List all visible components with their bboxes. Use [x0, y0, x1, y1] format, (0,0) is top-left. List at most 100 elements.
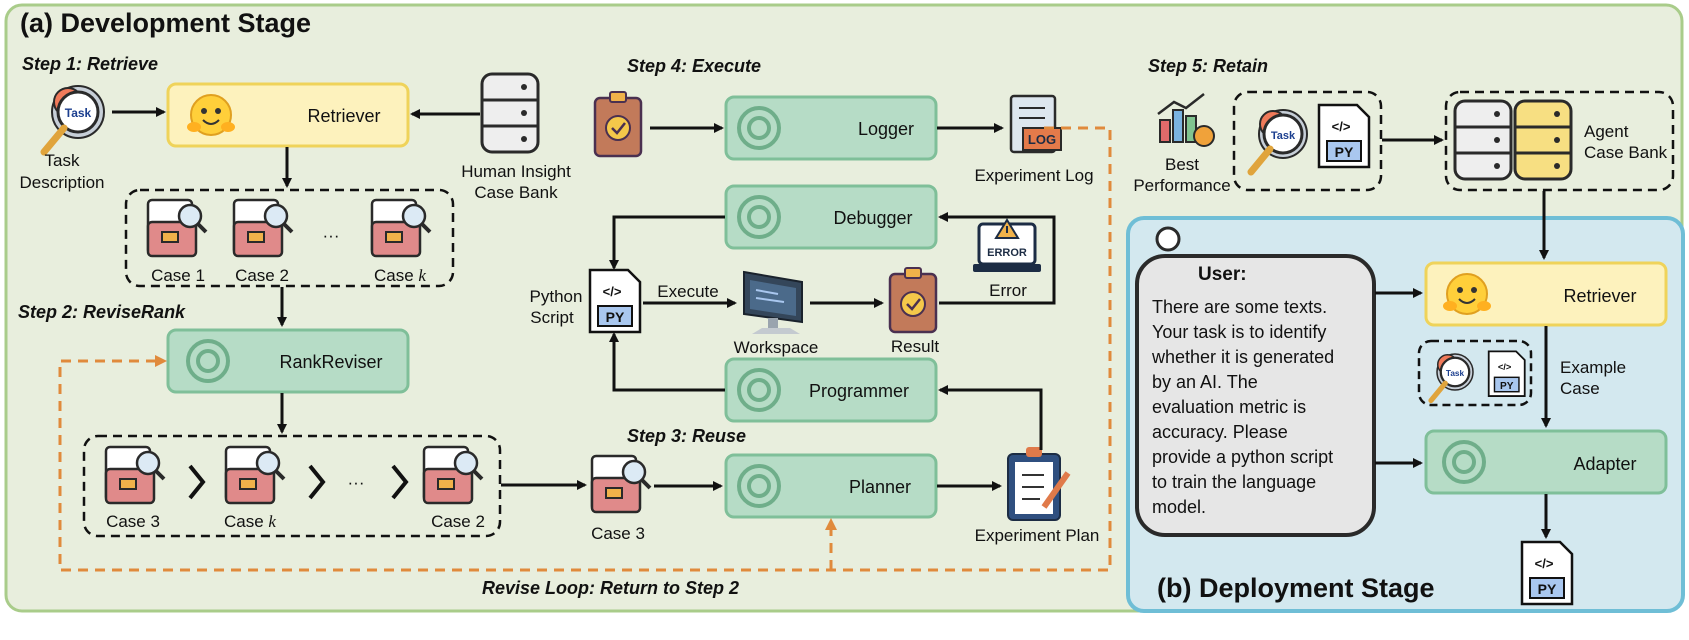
planner-box [724, 453, 938, 519]
user-label: User: [1198, 264, 1247, 285]
programmer-label: Programmer [809, 381, 909, 401]
case-folder-icon [232, 198, 294, 258]
svg-text:Task: Task [1446, 369, 1465, 378]
task-gear-icon: Task [1428, 353, 1474, 404]
workspace-monitor-icon [743, 270, 803, 334]
python-file-icon: </> PY [1317, 103, 1371, 169]
arrow-debugger-to-script [609, 215, 725, 270]
svg-text:</>: </> [1498, 362, 1512, 372]
ellipsis: ··· [323, 226, 340, 245]
adapter-label: Adapter [1573, 454, 1636, 474]
debugger-label: Debugger [833, 208, 912, 228]
step4-label: Step 4: Execute [627, 56, 761, 76]
agent-case-bank-group [1444, 90, 1675, 192]
case-folder-icon [590, 454, 652, 514]
openai-icon [737, 368, 781, 412]
step2-label: Step 2: ReviseRank [18, 302, 186, 322]
ranked-cases-group [82, 434, 502, 538]
retriever-label: Retriever [307, 106, 380, 126]
workspace-label: Workspace [734, 338, 819, 357]
user-prompt-line-3: by an AI. The [1152, 372, 1258, 392]
openai-icon [737, 195, 781, 239]
log-file-icon: LOG [1009, 94, 1062, 154]
error-laptop-icon: ERROR [973, 218, 1041, 272]
best-performance-label-2: Performance [1133, 176, 1230, 195]
task-description-label: Task [45, 151, 80, 170]
svg-text:PY: PY [1335, 144, 1354, 160]
case-k-label: Case k [224, 512, 276, 531]
chevron-right-icon [308, 464, 326, 500]
openai-icon [186, 339, 230, 383]
database-icon [1513, 99, 1573, 181]
case-k-label: Case k [374, 266, 426, 285]
step1-label: Step 1: Retrieve [22, 54, 158, 74]
task-gear-icon: Task [1247, 109, 1308, 176]
arrow-programmer-to-script [609, 332, 725, 392]
deploy-retriever-label: Retriever [1563, 286, 1636, 306]
case-folder-icon [104, 445, 166, 505]
logger-label: Logger [858, 119, 914, 139]
task-description-icon: Task [40, 85, 105, 156]
case-folder-icon [370, 198, 432, 258]
error-label: Error [989, 281, 1027, 300]
case-folder-icon [146, 198, 208, 258]
python-script-label: Python [530, 287, 583, 306]
python-file-icon: </> PY [1520, 540, 1574, 606]
user-prompt-line-0: There are some texts. [1152, 297, 1327, 317]
example-case-group [1417, 339, 1533, 407]
clipboard-check-icon [888, 267, 938, 334]
revise-loop-label: Revise Loop: Return to Step 2 [482, 578, 739, 598]
python-script-label-2: Script [530, 308, 574, 327]
svg-text:</>: </> [1535, 556, 1554, 571]
task-description-label-2: Description [19, 173, 104, 192]
openai-icon [737, 464, 781, 508]
case-2-label: Case 2 [235, 266, 289, 285]
rankreviser-label: RankReviser [279, 352, 382, 372]
retrieved-cases-group [124, 188, 455, 288]
debugger-box [724, 184, 938, 250]
agent-bank-label: Agent [1584, 122, 1629, 141]
svg-text:LOG: LOG [1028, 132, 1056, 147]
result-label: Result [891, 337, 939, 356]
user-prompt-line-7: to train the language [1152, 472, 1316, 492]
python-file-icon: </> PY [588, 268, 642, 334]
python-file-icon: </> PY [1487, 350, 1526, 397]
openai-icon [1442, 440, 1486, 484]
database-icon [1453, 99, 1513, 181]
svg-text:</>: </> [1332, 119, 1351, 134]
human-insight-label: Human Insight [461, 162, 571, 181]
svg-text:Task: Task [1271, 130, 1296, 142]
human-insight-case-bank-icon [480, 72, 540, 154]
example-case-label: Example [1560, 358, 1626, 377]
deployment-title: (b) Deployment Stage [1157, 573, 1435, 603]
step3-label: Step 3: Reuse [627, 426, 746, 446]
chevron-right-icon [391, 464, 409, 500]
step5-label: Step 5: Retain [1148, 56, 1268, 76]
experiment-log-label: Experiment Log [974, 166, 1093, 185]
case-folder-icon [224, 445, 286, 505]
arrow-result-to-debugger [938, 212, 1056, 305]
user-prompt-line-2: whether it is generated [1151, 347, 1334, 367]
arrow-plan-to-programmer [938, 385, 1043, 450]
openai-icon [737, 106, 781, 150]
user-prompt-line-4: evaluation metric is [1152, 397, 1306, 417]
experiment-plan-label: Experiment Plan [975, 526, 1100, 545]
execute-label: Execute [657, 282, 718, 301]
clipboard-check-icon [593, 91, 643, 158]
adapter-box [1424, 429, 1668, 495]
hugging-face-icon [1443, 273, 1491, 315]
hugging-face-icon [187, 94, 235, 136]
case-2-label: Case 2 [431, 512, 485, 531]
agent-bank-label-2: Case Bank [1584, 143, 1668, 162]
logger-box [724, 95, 938, 161]
case-1-label: Case 1 [151, 266, 205, 285]
svg-text:ERROR: ERROR [987, 247, 1027, 259]
reuse-case-3-label: Case 3 [591, 524, 645, 543]
user-prompt-box [1135, 254, 1376, 537]
svg-text:PY: PY [606, 309, 625, 325]
ellipsis: ··· [348, 473, 365, 492]
revise-loop-line [58, 126, 1112, 572]
case-folder-icon [422, 445, 484, 505]
user-prompt-line-8: model. [1152, 497, 1206, 517]
